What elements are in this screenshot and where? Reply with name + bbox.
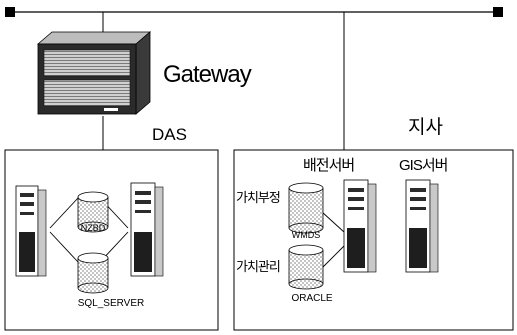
db-oracle-label: ORACLE bbox=[291, 293, 332, 304]
gateway-label: Gateway bbox=[163, 61, 252, 88]
db-nzbd-label: NZBD bbox=[81, 223, 106, 233]
das-server-left-icon bbox=[15, 185, 47, 277]
db-nzbd-icon bbox=[77, 191, 109, 233]
backbone-terminator-right bbox=[493, 7, 503, 17]
gis-server-icon bbox=[405, 179, 439, 273]
branch-group-box bbox=[233, 149, 514, 331]
mapping-server-label: 배전서버 bbox=[303, 157, 354, 174]
das-label: DAS bbox=[152, 125, 187, 144]
db-sql-server-icon bbox=[77, 252, 109, 294]
gis-server-label: GIS서버 bbox=[399, 157, 447, 174]
backbone-terminator-left bbox=[5, 7, 15, 17]
das-server-right-icon bbox=[130, 182, 164, 277]
backbone-bus bbox=[5, 7, 503, 17]
db-wmds-icon bbox=[288, 182, 324, 234]
das-group-box bbox=[4, 149, 219, 331]
db-wmds-label: WMDS bbox=[292, 230, 321, 240]
gateway-server-icon bbox=[36, 31, 152, 115]
db-oracle-icon bbox=[288, 244, 324, 290]
db-side-label-lower: 가치관리 bbox=[236, 259, 280, 274]
db-side-label-upper: 가치부정 bbox=[236, 190, 280, 205]
mapping-server-icon bbox=[343, 179, 377, 273]
branch-link-lines bbox=[321, 211, 345, 269]
branch-label: 지사 bbox=[408, 116, 443, 138]
db-sql-server-label: SQL_SERVER bbox=[78, 298, 145, 309]
